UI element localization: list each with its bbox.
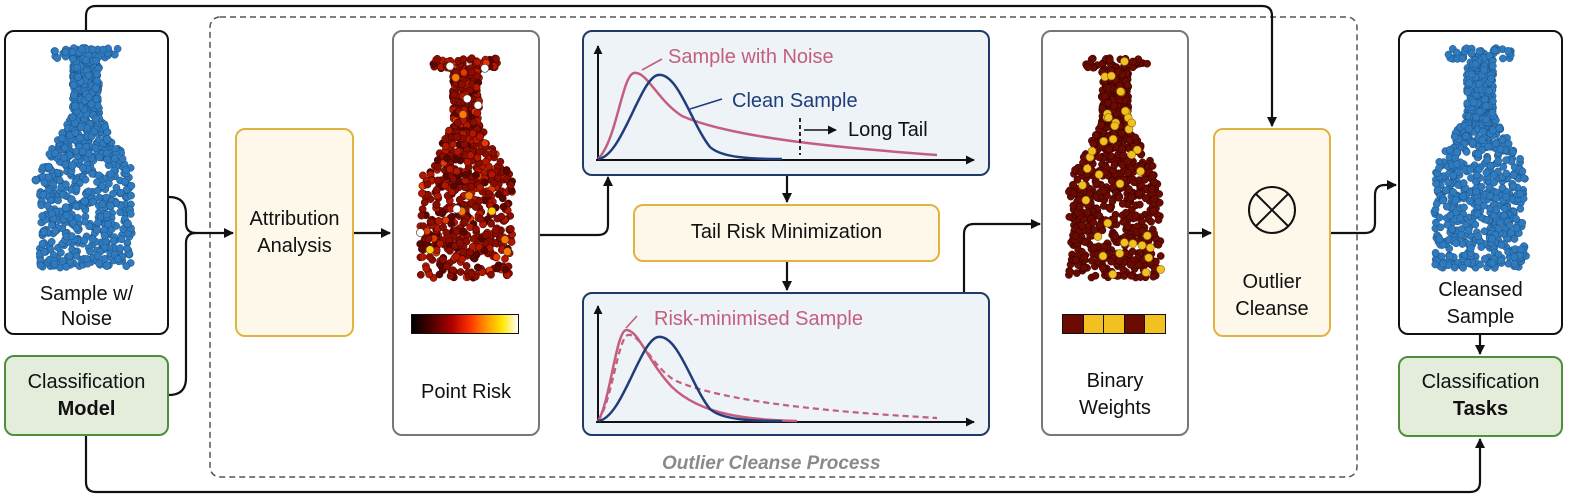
clean-label: Clean Sample <box>732 90 858 112</box>
weights-strip <box>1062 314 1166 334</box>
tail-risk-box <box>633 204 940 262</box>
top-plot-box <box>582 30 990 176</box>
weighted-bottle-pointcloud <box>1065 54 1165 282</box>
input-sample-line2: Noise <box>60 308 113 330</box>
minimised-curve <box>596 328 798 423</box>
classification-tasks-line2: Tasks <box>1452 398 1509 420</box>
process-frame <box>209 16 1358 478</box>
weight-cell <box>1063 315 1084 333</box>
outlier-cleanse-line1: Outlier <box>1242 271 1302 293</box>
bottom-clean-curve <box>597 335 783 423</box>
dashed-noise-curve <box>597 333 938 422</box>
classification-model-box <box>4 355 169 436</box>
process-label: Outlier Cleanse Process <box>662 453 881 474</box>
minimised-pointer <box>625 315 638 329</box>
arrow-model-to-attribution <box>168 231 197 397</box>
arrow-sample-to-attribution <box>168 195 234 238</box>
clean-bottle-pointcloud <box>1430 44 1530 272</box>
classification-model-line1: Classification <box>27 371 146 393</box>
attribution-box <box>235 128 354 337</box>
attribution-line2: Analysis <box>257 235 332 257</box>
weight-cell <box>1145 315 1165 333</box>
top-plot <box>593 45 975 165</box>
bottom-plot <box>593 305 975 427</box>
noise-label: Sample with Noise <box>668 46 834 68</box>
classification-model-line2: Model <box>57 398 116 420</box>
input-sample-line1: Sample w/ <box>39 283 134 305</box>
noise-pointer <box>641 58 663 71</box>
risk-bottle-pointcloud <box>416 54 516 282</box>
binary-weights-line2: Weights <box>1079 397 1151 419</box>
arrow-cleanse-to-sample <box>1331 180 1397 235</box>
noise-curve <box>597 71 938 160</box>
attribution-line1: Attribution <box>249 208 340 230</box>
cleansed-sample-line2: Sample <box>1446 306 1515 328</box>
clean-curve <box>597 73 783 161</box>
otimes-icon <box>1248 186 1296 234</box>
weight-cell <box>1104 315 1125 333</box>
noisy-bottle-pointcloud <box>31 44 136 272</box>
clean-pointer <box>689 98 723 110</box>
point-risk-label: Point Risk <box>420 381 512 403</box>
arrow-plot-to-weights <box>962 219 1041 292</box>
risk-colorbar <box>411 314 519 334</box>
tail-risk-label: Tail Risk Minimization <box>690 221 883 243</box>
arrow-model-to-tasks <box>84 436 1485 494</box>
cleansed-sample-line1: Cleansed <box>1438 279 1523 301</box>
weight-cell <box>1124 315 1146 333</box>
arrow-risk-to-plot <box>540 176 613 237</box>
arrow-sample-to-cleanse <box>84 4 1277 127</box>
minimised-label: Risk-minimised Sample <box>654 308 863 330</box>
weight-cell <box>1083 315 1105 333</box>
bottom-plot-box <box>582 292 990 436</box>
tail-label: Long Tail <box>848 119 928 141</box>
classification-tasks-box <box>1398 356 1563 437</box>
classification-tasks-line1: Classification <box>1421 371 1540 393</box>
binary-weights-line1: Binary <box>1086 370 1144 392</box>
outlier-cleanse-line2: Cleanse <box>1235 298 1309 320</box>
